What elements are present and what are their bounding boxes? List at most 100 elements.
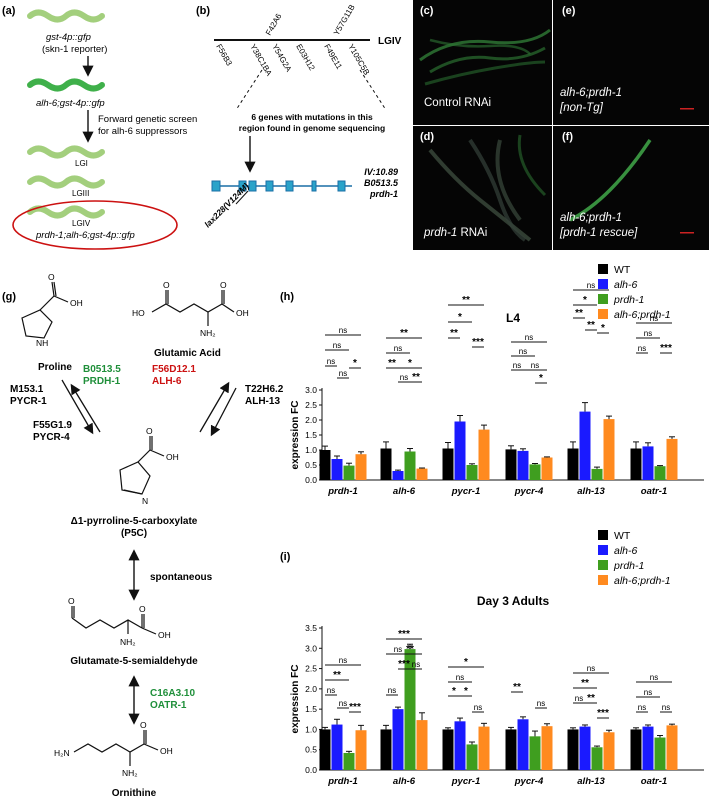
significance-label: ns <box>456 673 464 682</box>
glu-nh2: NH₂ <box>200 328 216 338</box>
significance-label: ns <box>650 673 658 682</box>
bar <box>630 448 642 480</box>
glutamic-structure <box>151 290 235 326</box>
p5c-label-2: (P5C) <box>121 528 147 539</box>
scale-bar-e <box>680 108 694 110</box>
y-tick-label: 0.0 <box>305 765 317 775</box>
bar <box>343 465 355 480</box>
legend-label: alh-6 <box>614 279 638 291</box>
micro-c-label: (c) <box>420 5 434 17</box>
exon-4 <box>265 180 274 192</box>
y-tick-label: 3.0 <box>305 385 317 395</box>
final-strain-label: prdh-1;alh-6;gst-4p::gfp <box>35 230 135 241</box>
legend-label: WT <box>614 530 631 542</box>
significance-label: * <box>539 373 543 384</box>
y-tick-label: 2.0 <box>305 415 317 425</box>
gene-bottom-6: Y105C5B <box>346 43 371 77</box>
significance-label: * <box>601 323 605 334</box>
micrograph-e <box>553 0 709 125</box>
pycr4-label: PYCR-4 <box>33 432 70 443</box>
g5s-o-1: O <box>68 596 75 606</box>
significance-label: *** <box>349 702 361 713</box>
orn-h2n: H₂N <box>54 748 70 758</box>
y-tick-label: 1.0 <box>305 724 317 734</box>
proline-o: O <box>48 272 55 282</box>
bar <box>355 454 367 480</box>
worm-d-3 <box>495 139 522 222</box>
ornithine-label: Ornithine <box>112 788 157 799</box>
y-tick-label: 2.0 <box>305 684 317 694</box>
significance-label: ns <box>327 357 335 366</box>
y-tick-label: 2.5 <box>305 400 317 410</box>
bar <box>380 729 392 770</box>
alh13-label: ALH-13 <box>245 396 280 407</box>
legend-swatch <box>598 294 608 304</box>
legend-label: alh-6;prdh-1 <box>614 575 671 587</box>
bar <box>392 471 404 480</box>
panel-b-label: (b) <box>196 5 210 17</box>
significance-label: ** <box>587 693 595 704</box>
p5c-n: N <box>142 496 148 506</box>
micro-d-gene: prdh-1 <box>423 227 457 239</box>
significance-label: * <box>408 358 412 369</box>
legend-swatch <box>598 545 608 555</box>
zoom-line-left <box>235 69 263 111</box>
significance-label: ns <box>575 694 583 703</box>
significance-label: ** <box>388 358 396 369</box>
bar <box>466 744 478 770</box>
significance-label: ns <box>587 281 595 290</box>
bar <box>603 732 615 770</box>
mutant-label: alh-6;gst-4p::gfp <box>36 98 105 109</box>
allele-label: lax228(V124M) <box>202 181 251 230</box>
oatr-label: OATR-1 <box>150 700 187 711</box>
gene-top-2: Y57G11B <box>332 3 357 37</box>
x-tick-label: pycr-4 <box>514 486 544 497</box>
bar <box>454 421 466 480</box>
locus-3: prdh-1 <box>369 189 398 199</box>
exon-5 <box>285 180 294 192</box>
scale-bar-f <box>680 232 694 234</box>
panel-label: (h) <box>280 291 294 303</box>
bar <box>642 726 654 770</box>
proline-oh: OH <box>70 298 83 308</box>
glu-o-2: O <box>220 280 227 290</box>
significance-label: ns <box>339 699 347 708</box>
significance-label: ** <box>581 678 589 689</box>
significance-label: *** <box>398 659 410 670</box>
bar <box>567 448 579 480</box>
bar <box>603 419 615 480</box>
bar <box>478 726 490 770</box>
bar <box>529 464 541 480</box>
p5c-oh: OH <box>166 452 179 462</box>
significance-label: ns <box>531 361 539 370</box>
gene-bottom-3: Y54G2A <box>270 43 293 74</box>
lgi-label: LGI <box>75 159 88 168</box>
significance-label: ns <box>644 329 652 338</box>
legend-swatch <box>598 560 608 570</box>
significance-label: ** <box>462 295 470 306</box>
significance-label: ns <box>412 660 420 669</box>
worm-mutant <box>27 78 105 92</box>
significance-label: *** <box>472 337 484 348</box>
bar <box>517 719 529 770</box>
bar <box>319 729 331 770</box>
legend-label: alh-6;prdh-1 <box>614 309 671 321</box>
alh6-label: ALH-6 <box>152 376 182 387</box>
g5s-structure <box>71 606 157 635</box>
glutamic-label: Glutamic Acid <box>154 348 221 359</box>
significance-label: ns <box>513 361 521 370</box>
bar <box>567 729 579 770</box>
legend-label: prdh-1 <box>613 560 644 572</box>
gene-bottom-4: E03H12 <box>294 43 317 73</box>
bar <box>517 450 529 480</box>
bar <box>404 451 416 480</box>
lgiii-label: LGIII <box>72 189 89 198</box>
bar <box>355 730 367 770</box>
significance-label: *** <box>597 708 609 719</box>
screen-label-2: for alh-6 suppressors <box>98 126 187 137</box>
p5c-label-1: Δ1-pyrroline-5-carboxylate <box>71 516 198 527</box>
g5s-o-2: O <box>139 604 146 614</box>
proline-to-p5c-arrow <box>61 379 94 435</box>
